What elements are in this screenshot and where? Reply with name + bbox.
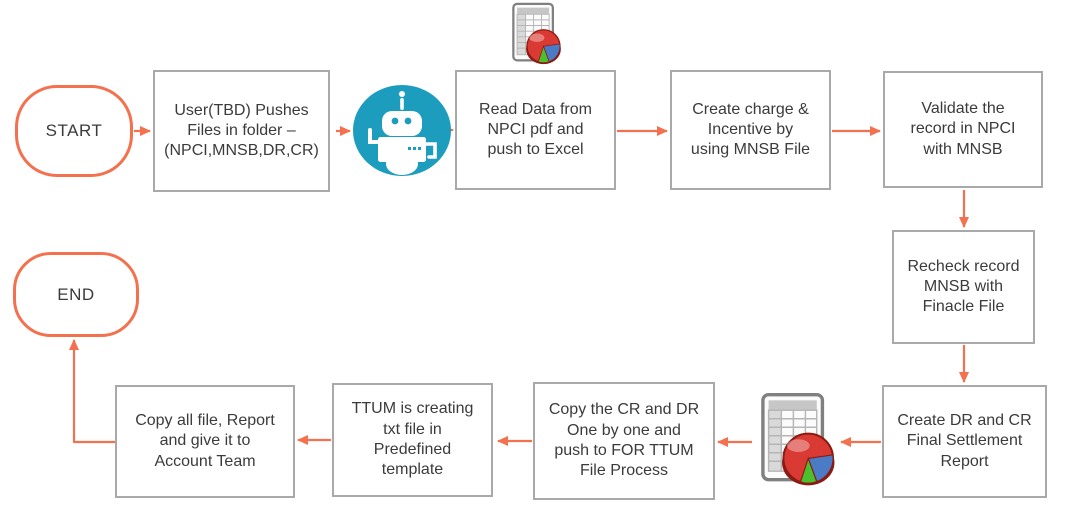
step-label: Create DR and CR Final Settlement Report <box>897 412 1032 470</box>
end-label: END <box>57 284 95 304</box>
step-label: TTUM is creating txt file in Predefined … <box>351 400 474 479</box>
end-terminal: END <box>13 252 139 337</box>
step-label: Create charge & Incentive by using MNSB … <box>690 100 811 159</box>
robot-automation-icon <box>352 84 452 177</box>
step-box-copy-cr-dr: Copy the CR and DR One by one and push t… <box>533 382 715 500</box>
step-label: Copy the CR and DR One by one and push t… <box>548 401 700 480</box>
step-box-validate-record: Validate the record in NPCI with MNSB <box>883 71 1043 188</box>
start-label: START <box>45 121 103 140</box>
step-label: Copy all file, Report and give it to Acc… <box>135 412 275 470</box>
spreadsheet-pie-report-icon <box>506 2 564 66</box>
step-label: Read Data from NPCI pdf and push to Exce… <box>479 100 592 159</box>
step-box-copy-all-files: Copy all file, Report and give it to Acc… <box>115 385 295 498</box>
step-box-push-files: User(TBD) Pushes Files in folder – (NPCI… <box>153 70 330 192</box>
step-box-create-report: Create DR and CR Final Settlement Report <box>882 385 1047 498</box>
step-box-read-data: Read Data from NPCI pdf and push to Exce… <box>455 70 616 190</box>
step-box-create-charge: Create charge & Incentive by using MNSB … <box>670 70 831 190</box>
step-label: User(TBD) Pushes Files in folder – (NPCI… <box>164 101 319 160</box>
start-terminal: START <box>15 85 133 177</box>
step-box-recheck-record: Recheck record MNSB with Finacle File <box>892 230 1035 344</box>
step-box-ttum-txt: TTUM is creating txt file in Predefined … <box>332 383 493 497</box>
step-label: Validate the record in NPCI with MNSB <box>910 100 1016 158</box>
step-label: Recheck record MNSB with Finacle File <box>907 257 1020 316</box>
spreadsheet-pie-report-icon <box>753 390 838 490</box>
